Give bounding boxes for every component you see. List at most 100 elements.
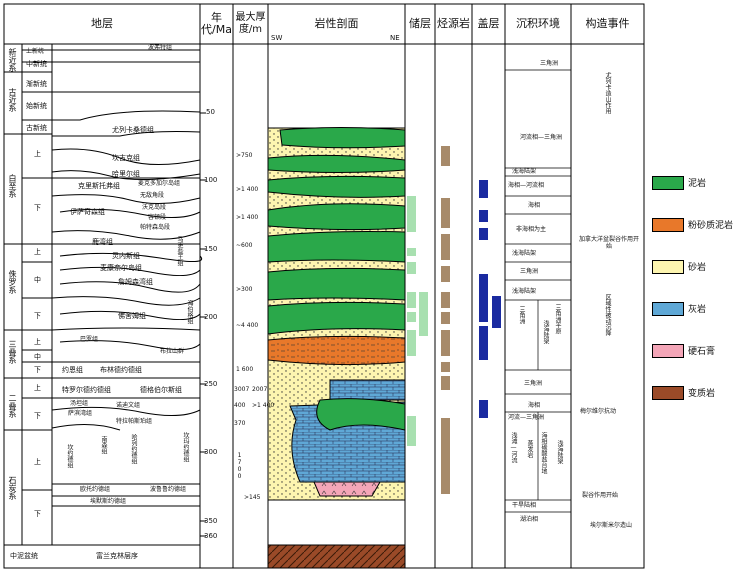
formation-emma-fiord: 埃默斯约德组 bbox=[90, 498, 127, 505]
series-p-lower: 下 bbox=[34, 412, 41, 420]
formation-macdougall-point: 麦克多加尔岛组 bbox=[138, 180, 181, 187]
formation-deer-bay: 鹿湾组 bbox=[92, 238, 113, 246]
system-paleogene: 古近系 bbox=[8, 88, 17, 112]
series-j-lower: 下 bbox=[34, 312, 41, 320]
thickness-370: 370 bbox=[234, 420, 246, 427]
env-delta-3: 三角洲 bbox=[518, 306, 525, 324]
series-j-middle: 中 bbox=[34, 276, 41, 284]
age-150: 150 bbox=[204, 245, 218, 253]
env-marine-2: 海相 bbox=[528, 402, 541, 409]
legend-label-metamorphic: 变质岩 bbox=[688, 389, 716, 399]
reservoir-bars bbox=[407, 196, 428, 446]
thickness-600: ~600 bbox=[236, 242, 253, 249]
formation-borup-fiord: 波鲁鲁约德组 bbox=[150, 486, 187, 493]
tectonic-canada-basin: 加拿大洋盆裂谷作用开始 bbox=[578, 236, 639, 250]
series-p-upper: 上 bbox=[34, 384, 41, 392]
legend-label-sandstone: 砂岩 bbox=[688, 263, 707, 273]
thickness-300: >300 bbox=[236, 286, 253, 293]
formation-blind-fiord: 布林德约德组 bbox=[100, 366, 142, 374]
formation-canon: 坎玛约德组 bbox=[182, 432, 189, 462]
formation-nansen: 南森组 bbox=[100, 436, 107, 454]
tectonic-ellesmerian: 埃尔斯米尔造山 bbox=[589, 522, 632, 529]
thickness-1700: 1700 bbox=[236, 452, 243, 480]
formation-franklinian-sequence: 富兰克林层序 bbox=[96, 552, 138, 560]
env-marine-fluvial: 海相—河流相 bbox=[508, 182, 545, 189]
series-t-lower: 下 bbox=[34, 366, 41, 374]
system-middle-devonian: 中泥盆统 bbox=[10, 552, 38, 560]
formation-yoen: 约恩组 bbox=[62, 366, 83, 374]
formation-canyon-fiord: 坎约德组 bbox=[66, 444, 73, 468]
formation-christopher: 克里斯托弗组 bbox=[78, 182, 120, 190]
formation-hassel: 哈里尔组 bbox=[112, 170, 140, 178]
header-thickness: 最大厚度/m bbox=[235, 12, 266, 35]
env-delta-plain: 三角洲平原 bbox=[554, 304, 561, 334]
formation-kanguk: 坎古克组 bbox=[112, 154, 140, 162]
series-eocene: 始新统 bbox=[26, 102, 47, 110]
env-arid-terrestrial: 干旱陆相 bbox=[512, 502, 537, 509]
thickness-1600: 1 600 bbox=[236, 366, 254, 373]
series-t-upper: 上 bbox=[34, 338, 41, 346]
series-c-upper: 上 bbox=[34, 458, 41, 466]
series-pliocene: 上新统 bbox=[26, 48, 45, 55]
formation-mackenzie-king: 马更些王组 bbox=[176, 236, 183, 266]
formation-degerbols: 德格伯尔斯组 bbox=[140, 386, 182, 394]
env-shelf-3: 浅海陆架 bbox=[512, 288, 537, 295]
formation-mcconnell-island: 麦康奈尔岛组 bbox=[100, 264, 142, 272]
formation-nordenskiold: 诺迪文组 bbox=[116, 402, 141, 409]
env-carbonate-platform: 海相碳酸盐台地 bbox=[540, 432, 547, 474]
env-shelf-1: 浅海陆架 bbox=[512, 168, 537, 175]
env-marine-1: 海相 bbox=[528, 202, 541, 209]
formation-otto-fiord: 欧托约德组 bbox=[80, 486, 111, 493]
thickness-1400a: >1 400 bbox=[236, 186, 259, 193]
series-paleocene: 古新统 bbox=[26, 124, 47, 132]
tectonic-melville: 梅尔维尔抗动 bbox=[580, 408, 617, 415]
legend-label-silty-mudstone: 粉砂质泥岩 bbox=[688, 221, 734, 231]
env-delta-top: 三角洲 bbox=[540, 60, 559, 67]
series-miocene: 中新统 bbox=[26, 60, 47, 68]
formation-heiberg: 海伯格组 bbox=[186, 300, 193, 324]
series-j-upper: 上 bbox=[34, 248, 41, 256]
lithology-section bbox=[267, 127, 406, 569]
formation-rondon: 容顿段 bbox=[148, 214, 167, 221]
thickness-145: >145 bbox=[244, 494, 261, 501]
formation-invincible-point: 无敌角段 bbox=[140, 192, 165, 199]
formation-eureka-sound: 尤列卡桑德组 bbox=[112, 126, 154, 134]
thickness-400: 400 bbox=[234, 402, 246, 409]
header-reservoir: 储层 bbox=[409, 17, 431, 30]
env-delta-2: 三角洲 bbox=[520, 268, 539, 275]
formation-beaufort: 波弗特组 bbox=[148, 44, 173, 51]
header-strata: 地层 bbox=[91, 17, 113, 30]
tectonic-passive-subsidence: 区域性被动沉降 bbox=[604, 294, 611, 336]
legend-swatch-mudstone bbox=[652, 176, 684, 190]
legend-swatch-silty-mudstone bbox=[652, 218, 684, 232]
thickness-1400b: >1 400 bbox=[236, 214, 259, 221]
formation-tanquary: 汤坦组 bbox=[70, 400, 89, 407]
formation-ringnes: 灵内斯组 bbox=[112, 252, 140, 260]
thickness-1400c: >1 400 bbox=[252, 402, 275, 409]
thickness-2007: 2007 bbox=[252, 386, 268, 393]
formation-barrow: 巴罗组 bbox=[80, 336, 99, 343]
formation-jameson-bay: 詹姆森湾组 bbox=[118, 278, 153, 286]
series-k-upper: 上 bbox=[34, 150, 41, 158]
system-cretaceous: 白垩系 bbox=[8, 174, 17, 198]
env-evaporite: 蒸发岩 bbox=[526, 440, 533, 458]
env-shelf-2: 浅海陆架 bbox=[512, 250, 537, 257]
age-100: 100 bbox=[204, 176, 218, 184]
thickness-4400: ~4 400 bbox=[236, 322, 259, 329]
age-250: 250 bbox=[204, 380, 218, 388]
orientation-ne: NE bbox=[390, 34, 400, 42]
header-environment: 沉积环境 bbox=[516, 17, 560, 30]
header-seal: 盖层 bbox=[477, 17, 500, 30]
formation-sabine-bay: 萨滨湾组 bbox=[68, 410, 93, 417]
series-t-middle: 中 bbox=[34, 353, 41, 361]
formation-paterson-island: 帕特森岛段 bbox=[140, 224, 171, 231]
formation-isachsen: 伊萨奇森组 bbox=[70, 208, 105, 216]
env-fluvial-delta-2: 河流—三角洲 bbox=[508, 414, 545, 421]
formation-trold-fiord: 特罗尔德约德组 bbox=[62, 386, 111, 394]
thickness-3007: 3007 bbox=[234, 386, 250, 393]
legend-label-anhydrite: 硬石膏 bbox=[688, 347, 716, 357]
thickness-750: >750 bbox=[236, 152, 253, 159]
header-lithology: 岩性剖面 bbox=[314, 17, 359, 30]
formation-bjorne-group: 布拉山群 bbox=[160, 348, 185, 355]
